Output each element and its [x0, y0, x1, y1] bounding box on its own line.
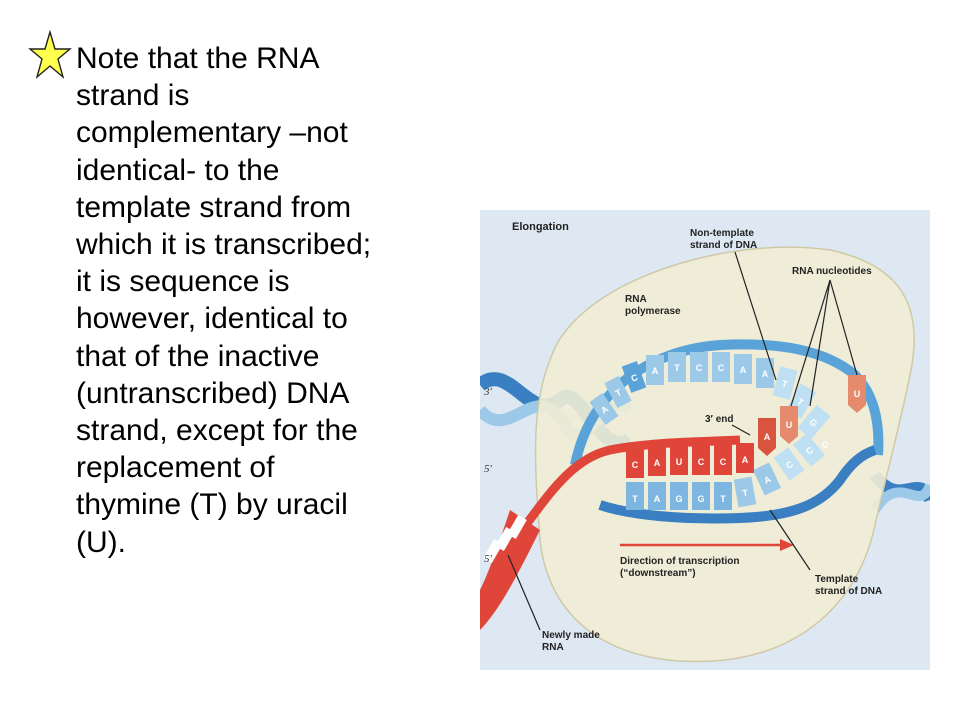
text-line: replacement of [76, 451, 275, 485]
svg-text:A: A [740, 365, 747, 375]
direction-label-2: (“downstream”) [620, 568, 696, 579]
svg-text:G: G [807, 417, 819, 429]
svg-text:T: T [614, 387, 624, 399]
text-line: thymine (T) by uracil [76, 488, 348, 522]
svg-text:A: A [599, 404, 610, 416]
rna-backbone [506, 435, 741, 548]
text-line: (untranscribed) DNA [76, 376, 350, 410]
svg-text:U: U [676, 457, 683, 467]
rna-polymerase-label-1: RNA [625, 294, 647, 305]
text-line: strand, except for the [76, 414, 358, 448]
text-line: which it is transcribed; [76, 228, 372, 262]
svg-text:C: C [630, 372, 640, 384]
svg-text:G: G [675, 494, 682, 504]
five-prime-left-top-label: 5′ [484, 463, 493, 475]
svg-text:A: A [762, 369, 769, 379]
svg-text:U: U [854, 389, 861, 399]
rna-polymerase-label-2: polymerase [625, 306, 681, 317]
text-line: however, identical to [76, 302, 348, 336]
rna-bases: C A U C C A [626, 443, 754, 478]
svg-text:G: G [697, 494, 704, 504]
svg-text:C: C [696, 363, 703, 373]
svg-text:C: C [698, 457, 705, 467]
svg-text:T: T [796, 396, 806, 408]
svg-text:A: A [652, 366, 659, 376]
text-line: strand is [76, 79, 190, 113]
svg-text:C: C [720, 457, 727, 467]
svg-text:A: A [762, 474, 773, 486]
svg-text:T: T [742, 487, 750, 498]
non-template-label-2: strand of DNA [690, 240, 757, 251]
five-prime-left-bottom-label: 5′ [484, 553, 493, 565]
text-line: template strand from [76, 190, 352, 224]
text-line: (U). [76, 525, 126, 559]
dna-helix-right-light [870, 483, 930, 513]
pointer-lines [507, 251, 858, 631]
three-prime-left-label: 3′ [483, 386, 493, 398]
svg-text:T: T [632, 494, 638, 504]
template-strand-backbone [598, 445, 877, 524]
text-line: it is sequence is [76, 265, 290, 299]
svg-text:C: C [804, 445, 816, 457]
text-line: complementary –not [76, 116, 348, 150]
text-line: identical- to the [76, 153, 280, 187]
template-bases: T A G G T T A C C [626, 433, 825, 510]
svg-text:A: A [654, 494, 661, 504]
template-label-2: strand of DNA [815, 586, 882, 597]
svg-text:T: T [720, 494, 726, 504]
svg-text:T: T [781, 378, 789, 389]
figure-title: Elongation [512, 221, 569, 233]
svg-text:C: C [718, 363, 725, 373]
template-label-1: Template [815, 574, 859, 585]
rna-nucleotides-label: RNA nucleotides [792, 266, 872, 277]
non-template-label-1: Non-template [690, 228, 754, 239]
three-prime-end-label: 3′ end [705, 414, 734, 425]
figure-canvas: A T C A T C C A A T T G G T [480, 210, 930, 670]
direction-arrow [620, 539, 794, 551]
incoming-nucleotides: A U U [758, 375, 866, 456]
svg-text:A: A [764, 432, 771, 442]
newly-made-rna-label-2: RNA [542, 642, 564, 653]
newly-made-rna-label-1: Newly made [542, 630, 600, 641]
svg-text:C: C [784, 459, 795, 471]
svg-text:U: U [786, 420, 793, 430]
svg-text:A: A [654, 458, 661, 468]
svg-text:T: T [674, 363, 680, 373]
newly-made-rna [480, 510, 540, 630]
direction-label-1: Direction of transcription [620, 556, 739, 567]
body-text: Note that the RNA strand is complementar… [76, 40, 466, 561]
star-bullet-icon [28, 29, 72, 80]
transcription-elongation-figure: A T C A T C C A A T T G G T [480, 210, 930, 670]
text-line: Note that the RNA [76, 42, 320, 75]
text-line: that of the inactive [76, 339, 320, 373]
svg-text:C: C [632, 460, 639, 470]
svg-text:A: A [742, 455, 749, 465]
